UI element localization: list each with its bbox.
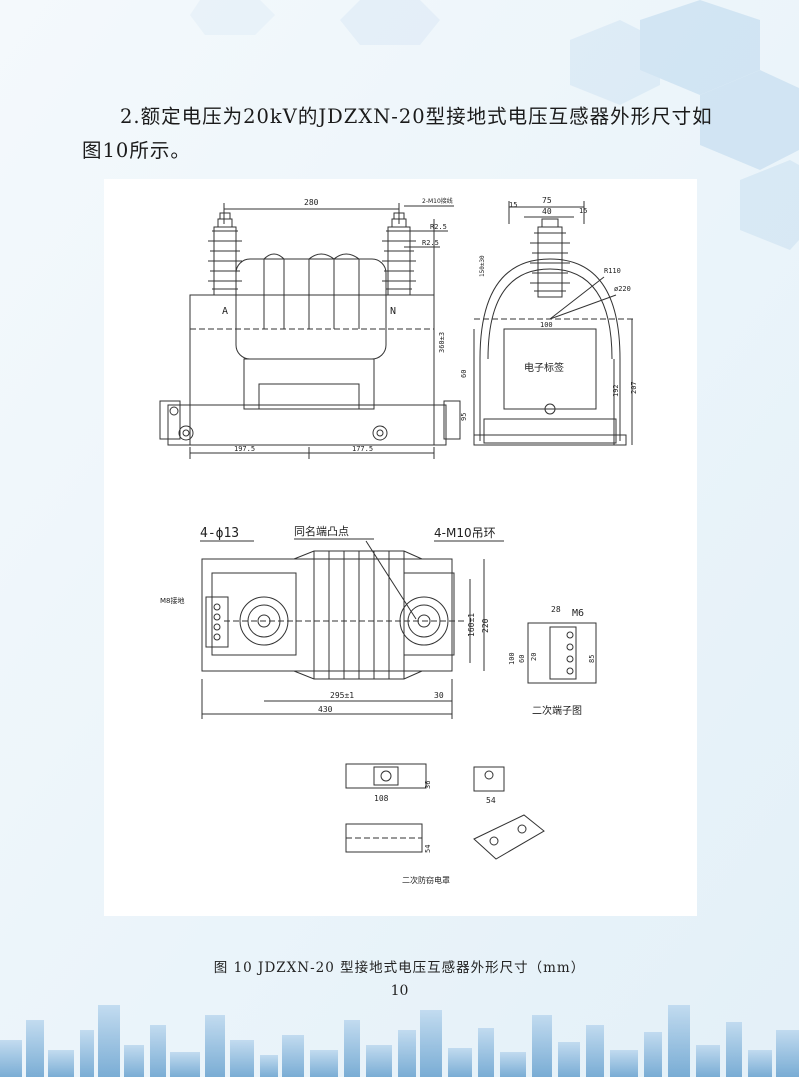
side-dim-95: 95 <box>460 413 468 421</box>
side-dim-r110: R110 <box>604 267 621 275</box>
cover-views: 36 108 54 54 二次防窃电罩 <box>345 763 545 885</box>
front-dim-top: 280 <box>304 198 319 207</box>
side-dim-15a: 15 <box>509 201 517 209</box>
top-dim-30: 30 <box>434 691 444 700</box>
front-dim-height: 360±3 <box>438 332 446 353</box>
technical-drawing: 280 2-M10接线 R2.5 R2.5 <box>104 179 697 916</box>
terminal-dim-60: 60 <box>518 655 526 663</box>
terminal-view: 28 M6 100 60 20 85 二次端子图 <box>508 605 597 717</box>
top-label-mark: 同名端凸点 <box>294 524 349 538</box>
front-label-a: A <box>222 306 228 317</box>
cover-dim-54b: 54 <box>424 845 432 853</box>
terminal-dim-m6: M6 <box>572 608 584 619</box>
hexagon-pattern <box>190 0 799 250</box>
cover-dim-54a: 54 <box>486 796 496 805</box>
terminal-caption: 二次端子图 <box>532 704 582 717</box>
side-dim-207: 207 <box>630 381 638 394</box>
top-dim-295: 295±1 <box>330 691 354 700</box>
paragraph-line-1: 2.额定电压为20kV的JDZXN-20型接地式电压互感器外形尺寸如 <box>120 105 713 128</box>
side-dim-75: 75 <box>542 196 552 205</box>
top-dim-160: 160±1 <box>467 613 476 637</box>
front-label-n: N <box>390 306 396 317</box>
side-dim-60: 60 <box>460 370 468 378</box>
top-label-ground: M8接地 <box>160 596 185 605</box>
side-dim-100: 100 <box>540 321 553 329</box>
figure-caption: 图 10 JDZXN-20 型接地式电压互感器外形尺寸（mm） <box>213 960 586 976</box>
cover-caption: 二次防窃电罩 <box>402 875 450 885</box>
body-paragraph: 2.额定电压为20kV的JDZXN-20型接地式电压互感器外形尺寸如 图10所示… <box>82 100 732 168</box>
side-dim-15b: 15 <box>579 207 587 215</box>
front-dim-left: 197.5 <box>234 445 255 453</box>
top-dim-430: 430 <box>318 705 333 714</box>
terminal-dim-100: 100 <box>508 652 516 665</box>
top-dim-holes: 4-ϕ13 <box>200 526 239 541</box>
side-view: 15 75 40 15 150±30 R110 ø220 <box>460 196 638 446</box>
paragraph-line-2: 图10所示。 <box>82 139 191 162</box>
side-dim-v150: 150±30 <box>479 255 486 277</box>
page-number: 10 <box>390 983 409 999</box>
front-dim-r1: R2.5 <box>430 223 447 231</box>
cover-dim-36: 36 <box>424 781 432 789</box>
top-dim-220: 220 <box>481 618 490 633</box>
terminal-dim-28: 28 <box>551 605 561 614</box>
front-dim-r2: R2.5 <box>422 239 439 247</box>
terminal-dim-85: 85 <box>588 655 596 663</box>
top-label-ring: 4-M10吊环 <box>434 526 496 540</box>
front-dim-right: 177.5 <box>352 445 373 453</box>
side-dim-40: 40 <box>542 207 552 216</box>
front-view: 280 2-M10接线 R2.5 R2.5 <box>159 197 461 459</box>
side-label-tag: 电子标签 <box>524 361 564 374</box>
city-skyline <box>0 1005 799 1077</box>
top-view: 4-ϕ13 同名端凸点 4-M10吊环 M8接地 <box>160 524 504 719</box>
cover-dim-108: 108 <box>374 794 389 803</box>
front-dim-m10: 2-M10接线 <box>422 197 453 205</box>
terminal-dim-20: 20 <box>530 653 538 661</box>
side-dim-d220: ø220 <box>614 285 631 293</box>
side-dim-192: 192 <box>612 384 620 397</box>
